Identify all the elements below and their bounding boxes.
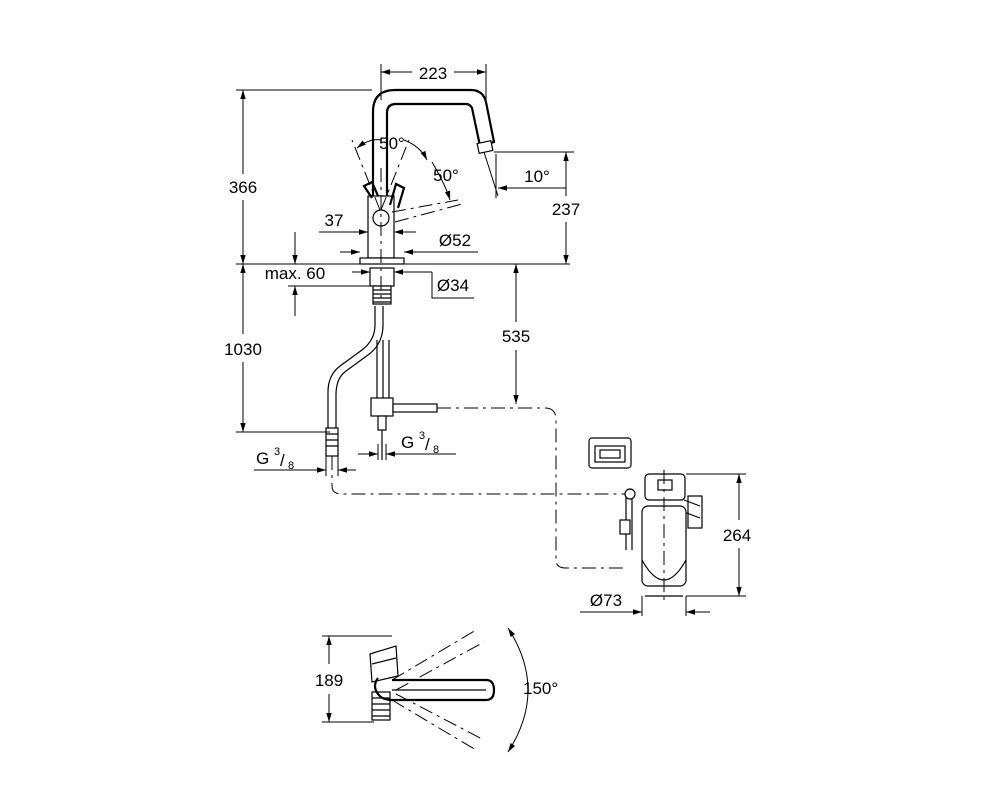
dim-52: Ø52 xyxy=(340,231,478,255)
dim-50b-label: 50° xyxy=(433,166,459,185)
mounting-nut xyxy=(369,267,395,287)
dim-223-label: 223 xyxy=(419,64,447,83)
dim-237-label: 237 xyxy=(552,200,580,219)
spout-aerator xyxy=(476,139,494,155)
dim-264-label: 264 xyxy=(723,526,751,545)
filter-connection-line xyxy=(437,407,626,569)
thread-left-g: G xyxy=(256,449,269,468)
faucet-lever-right xyxy=(388,182,406,209)
dim-366: 366 xyxy=(229,89,372,264)
dim-189-label: 189 xyxy=(315,671,343,690)
filter-connection-line-2 xyxy=(331,456,630,495)
thread-left-slash: / xyxy=(280,451,285,470)
filter-bracket xyxy=(687,495,703,529)
mounting-shank xyxy=(372,285,392,305)
thread-right-g: G xyxy=(401,433,414,452)
dim-34-label: Ø34 xyxy=(437,276,469,295)
dim-1030-label: 1030 xyxy=(224,340,262,359)
dim-223: 223 xyxy=(380,64,487,102)
thread-right-num: 3 xyxy=(419,430,425,442)
dim-max60: max. 60 xyxy=(265,232,370,316)
dim-264: 264 xyxy=(686,473,751,597)
dim-34: Ø34 xyxy=(352,269,474,299)
dim-150-label: 150° xyxy=(523,679,558,698)
valve-block xyxy=(370,397,394,417)
dim-spout-angle: 10° xyxy=(483,151,566,198)
faucet-lever xyxy=(362,180,380,199)
supply-hoses xyxy=(325,306,438,460)
dim-1030: 1030 xyxy=(224,264,330,433)
thread-right-den: 8 xyxy=(433,444,439,456)
filter-unit xyxy=(619,470,703,600)
faucet-top-view: 150° xyxy=(369,627,558,753)
valve-handle xyxy=(392,403,438,413)
dim-lever-angle: 50° 50° xyxy=(356,134,459,201)
swivel-arc xyxy=(507,627,529,753)
faucet-base xyxy=(359,257,405,265)
thread-spec-right: G 3 / 8 xyxy=(358,430,456,460)
dim-535: 535 xyxy=(502,264,530,404)
dim-535-label: 535 xyxy=(502,327,530,346)
dim-73: Ø73 xyxy=(580,591,710,616)
dim-237: 237 xyxy=(494,151,580,264)
dim-10-label: 10° xyxy=(524,167,550,186)
thread-right-slash: / xyxy=(425,435,430,454)
display-unit xyxy=(588,437,632,469)
dim-73-label: Ø73 xyxy=(590,591,622,610)
dim-37: 37 xyxy=(319,211,416,235)
thread-left-num: 3 xyxy=(274,446,280,458)
hose-connector-right xyxy=(377,415,387,431)
pullout-hose xyxy=(327,306,376,428)
dim-50a-label: 50° xyxy=(379,134,405,153)
dim-37-label: 37 xyxy=(325,211,344,230)
thread-spec-left: G 3 / 8 xyxy=(254,446,356,476)
dim-52-label: Ø52 xyxy=(439,231,471,250)
faucet-side-view xyxy=(351,88,496,305)
dim-max60-label: max. 60 xyxy=(265,264,325,283)
thread-left-den: 8 xyxy=(288,460,294,472)
dim-189: 189 xyxy=(315,635,392,723)
dim-366-label: 366 xyxy=(229,178,257,197)
top-view-spout xyxy=(373,677,496,702)
